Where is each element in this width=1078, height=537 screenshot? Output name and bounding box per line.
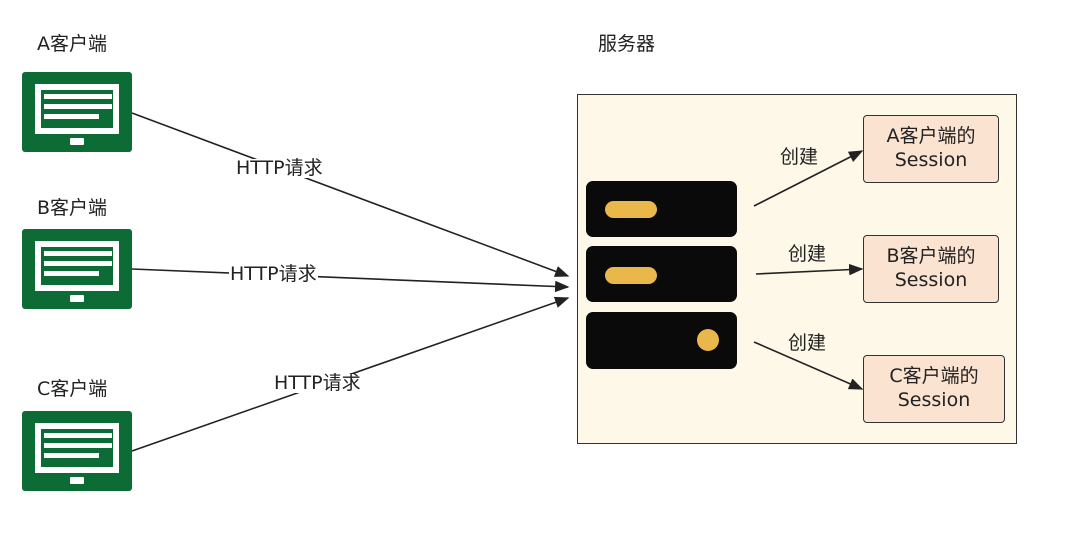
request-label-b: HTTP请求 [229,263,318,285]
arrow-b-to-server [131,268,570,293]
arrow-create-a [753,150,864,207]
arrow-a-to-server [131,112,570,277]
arrow-create-b [755,263,864,276]
create-label-b: 创建 [788,243,827,265]
session-box-c: C客户端的 Session [863,355,1005,423]
create-label-a: 创建 [780,146,819,168]
server-label: 服务器 [598,33,656,55]
session-b-line1: B客户端的 [886,245,976,268]
session-box-b: B客户端的 Session [863,235,999,303]
client-a-label: A客户端 [37,33,107,55]
session-box-a: A客户端的 Session [863,115,999,183]
session-b-line2: Session [894,269,968,291]
server-indicator-dot [697,329,719,351]
laptop-icon [22,72,132,152]
arrow-create-c [753,341,864,390]
request-label-a: HTTP请求 [235,157,324,179]
server-indicator-pill [605,201,657,218]
session-c-line1: C客户端的 [889,365,979,388]
laptop-icon [22,411,132,491]
laptop-icon [22,229,132,309]
client-b-label: B客户端 [37,197,108,219]
create-label-c: 创建 [788,332,827,354]
session-c-line2: Session [897,389,971,411]
request-label-c: HTTP请求 [273,372,362,394]
session-a-line2: Session [894,149,968,171]
client-c-label: C客户端 [37,378,108,400]
server-indicator-pill [605,267,657,284]
session-a-line1: A客户端的 [886,125,976,148]
